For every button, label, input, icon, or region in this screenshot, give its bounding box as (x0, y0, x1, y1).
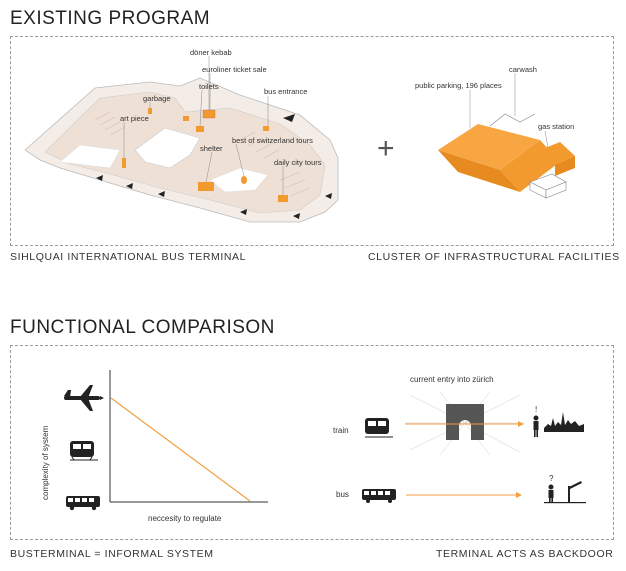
y-axis-label: complexity of system (41, 425, 50, 500)
label-doner-kebab: döner kebab (190, 48, 232, 57)
label-euroliner: euroliner ticket sale (202, 65, 267, 74)
exclaim-mark: ! (535, 405, 537, 414)
label-daily-city-tours: daily city tours (274, 158, 322, 167)
person-at-barrier-icon (544, 481, 586, 504)
label-carwash: carwash (509, 65, 537, 74)
label-public-parking: public parking, 196 places (415, 81, 502, 90)
terminal-labels: döner kebab euroliner ticket sale toilet… (120, 48, 322, 167)
entry-title: current entry into zürich (410, 375, 494, 384)
label-shelter: shelter (200, 144, 223, 153)
existing-program-panel (10, 36, 614, 246)
functional-comparison-heading: FUNCTIONAL COMPARISON (10, 317, 275, 338)
trend-line (110, 397, 251, 502)
label-toilets: toilets (199, 82, 219, 91)
facilities-caption: CLUSTER OF INFRASTRUCTURAL FACILITIES (368, 251, 620, 263)
city-skyline-icon (544, 412, 584, 432)
backdoor-caption: TERMINAL ACTS AS BACKDOOR (436, 548, 614, 560)
busterminal-caption: BUSTERMINAL = INFORMAL SYSTEM (10, 548, 214, 560)
bus-label: bus (336, 490, 349, 499)
airplane-icon (64, 385, 104, 411)
small-train-icon (365, 418, 393, 438)
arch-gate (446, 404, 484, 440)
x-axis-label: neccesity to regulate (148, 514, 222, 523)
person-icon (533, 415, 539, 437)
label-best-of-switzerland: best of switzerland tours (232, 136, 313, 145)
label-bus-entrance: bus entrance (264, 87, 307, 96)
small-bus-icon (362, 489, 396, 503)
functional-comparison-panel (10, 345, 614, 540)
terminal-caption: SIHLQUAI INTERNATIONAL BUS TERMINAL (10, 251, 247, 263)
bus-icon (66, 496, 100, 511)
entry-diagram: current entry into zürich train ! (333, 375, 586, 504)
bus-terminal-plan (24, 56, 339, 223)
train-icon (70, 441, 98, 461)
question-mark: ? (549, 474, 554, 483)
plus-sign: + (377, 132, 395, 165)
infrastructure-cluster: public parking, 196 places carwash gas s… (415, 65, 575, 199)
train-label: train (333, 426, 349, 435)
regulation-graph: complexity of system neccesity to regula… (41, 370, 268, 523)
label-art-piece: art piece (120, 114, 149, 123)
label-garbage: garbage (143, 94, 171, 103)
existing-program-heading: EXISTING PROGRAM (10, 8, 211, 29)
label-gas-station: gas station (538, 122, 574, 131)
